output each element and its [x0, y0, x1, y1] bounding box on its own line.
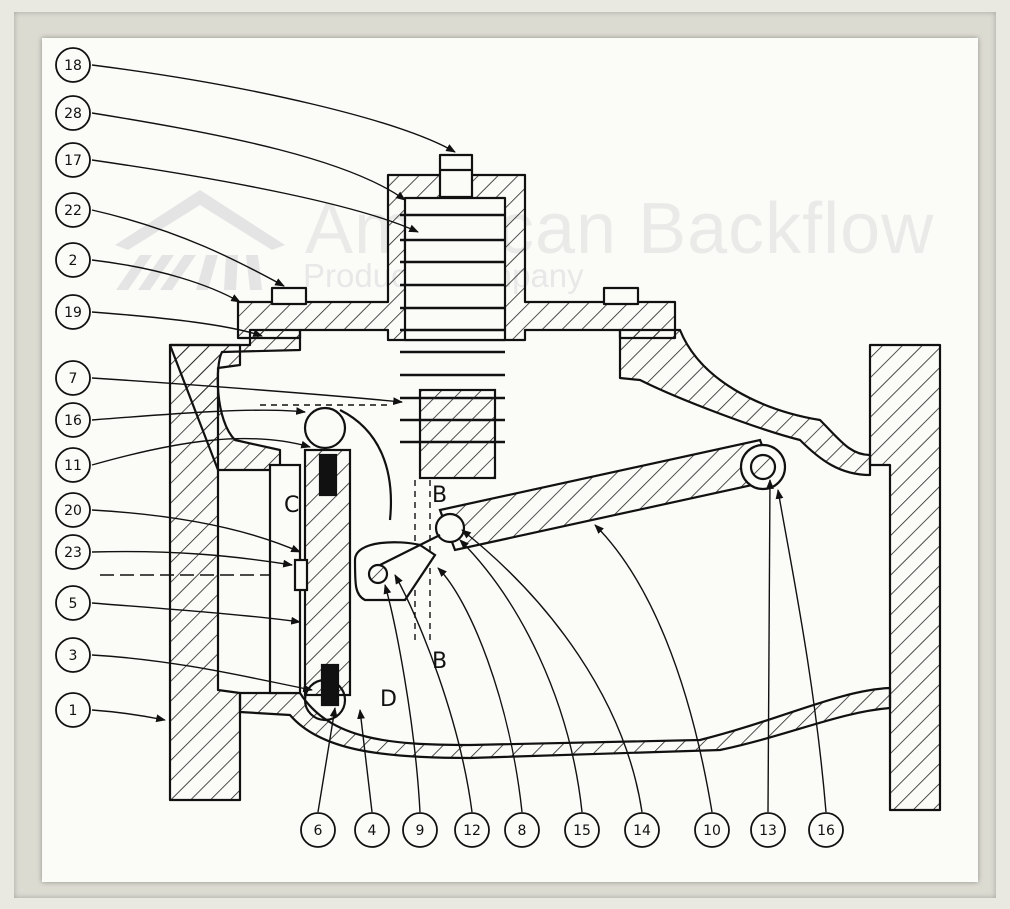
swing-arm: [379, 438, 787, 566]
zone-label-b-top: B: [432, 483, 447, 508]
callout-7-label: 7: [69, 371, 78, 387]
leader-lines: [91, 64, 456, 723]
watermark-logo-icon: [115, 190, 285, 290]
callout-5-label: 5: [69, 596, 78, 612]
callout-15-label: 15: [573, 823, 591, 839]
hinge-pin: [100, 404, 392, 576]
callout-20-label: 20: [64, 503, 82, 519]
callout-16: 16: [808, 812, 844, 848]
zone-label-d: D: [380, 687, 397, 712]
callout-11-label: 11: [64, 458, 82, 474]
flange-bolt-right: [602, 286, 640, 306]
callout-18: 18: [55, 47, 91, 83]
callout-10-label: 10: [703, 823, 721, 839]
clapper-disc: [303, 406, 437, 722]
callout-17: 17: [55, 142, 91, 178]
callout-1-label: 1: [69, 703, 78, 719]
callout-4: 4: [354, 812, 390, 848]
callout-12: 12: [454, 812, 490, 848]
zone-label-b-bottom: B: [432, 649, 447, 674]
valve-body: [168, 153, 942, 812]
spring-guide: [414, 388, 497, 640]
callout-28: 28: [55, 95, 91, 131]
callout-12-label: 12: [463, 823, 481, 839]
callout-28-label: 28: [64, 106, 82, 122]
cover-bolt: [438, 153, 474, 199]
callout-18-label: 18: [64, 58, 82, 74]
callout-19-label: 19: [64, 305, 82, 321]
callout-2: 2: [55, 242, 91, 278]
callout-6-label: 6: [314, 823, 323, 839]
callout-22-label: 22: [64, 203, 82, 219]
body-top-wall: [618, 328, 872, 477]
callout-23-label: 23: [64, 545, 82, 561]
callout-9: 9: [402, 812, 438, 848]
callout-16-label: 16: [817, 823, 835, 839]
flange-bolt-left: [270, 286, 308, 306]
callout-13: 13: [750, 812, 786, 848]
callout-2-label: 2: [69, 253, 78, 269]
callout-4-label: 4: [368, 823, 377, 839]
callout-1: 1: [55, 692, 91, 728]
callout-8-label: 8: [518, 823, 527, 839]
callout-3-label: 3: [69, 648, 78, 664]
callout-20: 20: [55, 492, 91, 528]
callout-9-label: 9: [416, 823, 425, 839]
body-left-wall: [168, 328, 302, 472]
leader-lines-bottom: [317, 479, 827, 813]
callout-22: 22: [55, 192, 91, 228]
seat-ring: [268, 463, 309, 695]
callout-10: 10: [694, 812, 730, 848]
callout-15: 15: [564, 812, 600, 848]
callout-16: 16: [55, 402, 91, 438]
callout-3: 3: [55, 637, 91, 673]
outlet-flange: [868, 343, 942, 812]
callout-6: 6: [300, 812, 336, 848]
callout-19: 19: [55, 294, 91, 330]
callout-13-label: 13: [759, 823, 777, 839]
callout-16-label: 16: [64, 413, 82, 429]
callout-7: 7: [55, 360, 91, 396]
zone-label-c: C: [284, 493, 299, 518]
callouts-bottom: 6 4 9 12 8 15 14 10 13 16: [300, 812, 844, 848]
callout-23: 23: [55, 534, 91, 570]
callout-11: 11: [55, 447, 91, 483]
callout-14: 14: [624, 812, 660, 848]
callout-17-label: 17: [64, 153, 82, 169]
callout-14-label: 14: [633, 823, 651, 839]
callout-8: 8: [504, 812, 540, 848]
callout-5: 5: [55, 585, 91, 621]
